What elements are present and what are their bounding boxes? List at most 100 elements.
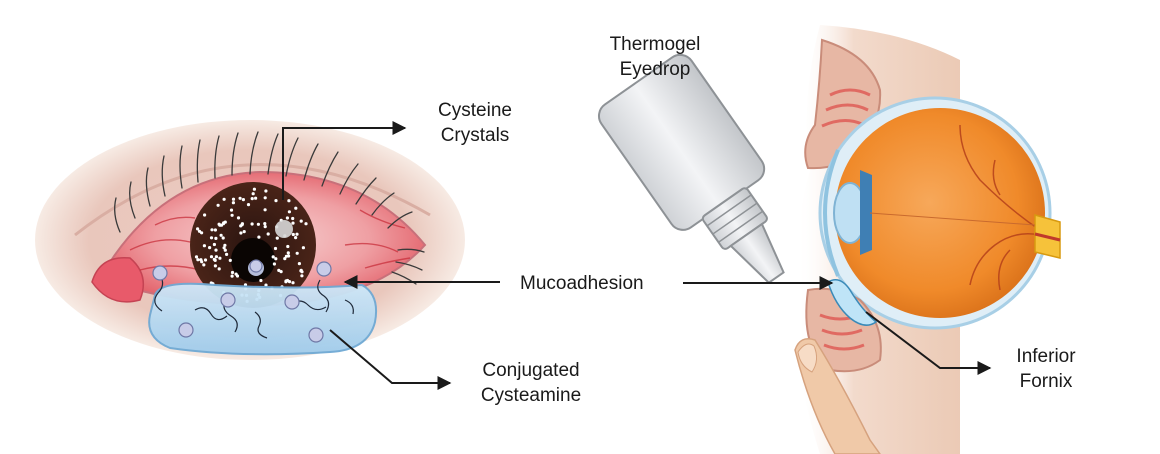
crystal-dot (300, 274, 303, 277)
crystal-dot (196, 227, 199, 230)
crystal-dot (239, 231, 242, 234)
crystal-dot (229, 259, 232, 262)
crystal-dot (292, 233, 295, 236)
crystal-bubble (275, 220, 293, 238)
crystal-dot (267, 232, 270, 235)
label-conjugated-line2: Cysteamine (481, 385, 581, 406)
crystal-dot (231, 214, 234, 217)
label-thermogel-line2: Eyedrop (620, 59, 691, 80)
crystal-dot (298, 262, 301, 265)
crystal-dot (295, 233, 298, 236)
crystal-dot (288, 210, 291, 213)
crystal-dot (284, 279, 287, 282)
crystal-dot (232, 201, 235, 204)
crystal-dot (218, 223, 221, 226)
crystal-dot (252, 192, 255, 195)
crystal-dot (286, 245, 289, 248)
crystal-dot (304, 222, 307, 225)
crystal-dot (263, 222, 266, 225)
crystal-dot (220, 234, 223, 237)
crystal-dot (251, 197, 254, 200)
crystal-dot (200, 260, 203, 263)
crystal-dot (257, 223, 260, 226)
crystal-dot (237, 216, 240, 219)
crystal-dot (217, 204, 220, 207)
crystal-dot (213, 243, 216, 246)
crystal-dot (302, 246, 305, 249)
crystal-dot (286, 216, 289, 219)
conjugated-gel-pad (149, 284, 376, 355)
crystal-dot (214, 249, 217, 252)
crystal-dot (285, 255, 288, 258)
crystal-dot (223, 198, 226, 201)
iris-side (860, 170, 872, 255)
crystal-dot (195, 255, 198, 258)
crystal-dot (272, 255, 275, 258)
crystal-dot (230, 209, 233, 212)
crystal-dot (300, 269, 303, 272)
label-cysteine-line1: Cysteine (438, 100, 512, 121)
crystal-dot (214, 237, 217, 240)
crystal-dot (235, 273, 238, 276)
crystal-dot (257, 236, 260, 239)
crystal-dot (253, 188, 256, 191)
crystal-dot (208, 246, 211, 249)
label-inferior-line2: Fornix (1020, 371, 1073, 392)
crystal-dot (210, 255, 213, 258)
crystal-dot (274, 257, 277, 260)
crystal-dot (287, 199, 290, 202)
crystal-dot (274, 247, 277, 250)
crystal-dot (210, 236, 213, 239)
crystal-dot (251, 222, 254, 225)
crystal-dot (242, 198, 245, 201)
label-thermogel-line1: Thermogel (610, 34, 701, 55)
crystal-dot (277, 269, 280, 272)
crystal-dot (294, 236, 297, 239)
crystal-dot (273, 262, 276, 265)
crystal-dot (254, 197, 257, 200)
crystal-dot (231, 275, 234, 278)
crystal-dot (287, 251, 290, 254)
crystal-dot (214, 259, 217, 262)
crystal-dot (218, 267, 221, 270)
crystal-dot (264, 225, 267, 228)
crystal-dot (300, 220, 303, 223)
crystal-dot (291, 222, 294, 225)
crystal-dot (291, 217, 294, 220)
label-conjugated-line1: Conjugated (482, 360, 579, 381)
crystal-dot (264, 189, 267, 192)
crystal-dot (218, 257, 221, 260)
crystal-dot (243, 230, 246, 233)
crystal-dot (214, 228, 217, 231)
eyedrop-bottle (593, 49, 821, 309)
crystal-dot (204, 258, 207, 261)
crystal-dot (210, 228, 213, 231)
crystal-dot (232, 198, 235, 201)
crystal-dot (222, 236, 225, 239)
crystal-dot (223, 246, 226, 249)
crystal-dot (239, 197, 242, 200)
crystal-dot (224, 221, 227, 224)
crystal-dot (203, 244, 206, 247)
crystal-dot (215, 255, 218, 258)
crystal-dot (294, 207, 297, 210)
crystal-dot (296, 252, 299, 255)
crystal-dot (196, 258, 199, 261)
frontal-eye-illustration (35, 120, 465, 360)
crystal-dot (203, 213, 206, 216)
crystal-dot (247, 203, 250, 206)
crystal-dot (264, 208, 267, 211)
crystal-dot (214, 264, 217, 267)
crystal-dot (291, 281, 294, 284)
label-mucoadhesion: Mucoadhesion (520, 273, 644, 294)
crystal-dot (259, 279, 262, 282)
label-inferior-line1: Inferior (1016, 346, 1076, 367)
crystal-dot (264, 196, 267, 199)
crystal-dot (241, 222, 244, 225)
crystal-dot (276, 237, 279, 240)
crystal-dot (225, 253, 228, 256)
crystal-dot (274, 199, 277, 202)
crystal-dot (231, 271, 234, 274)
